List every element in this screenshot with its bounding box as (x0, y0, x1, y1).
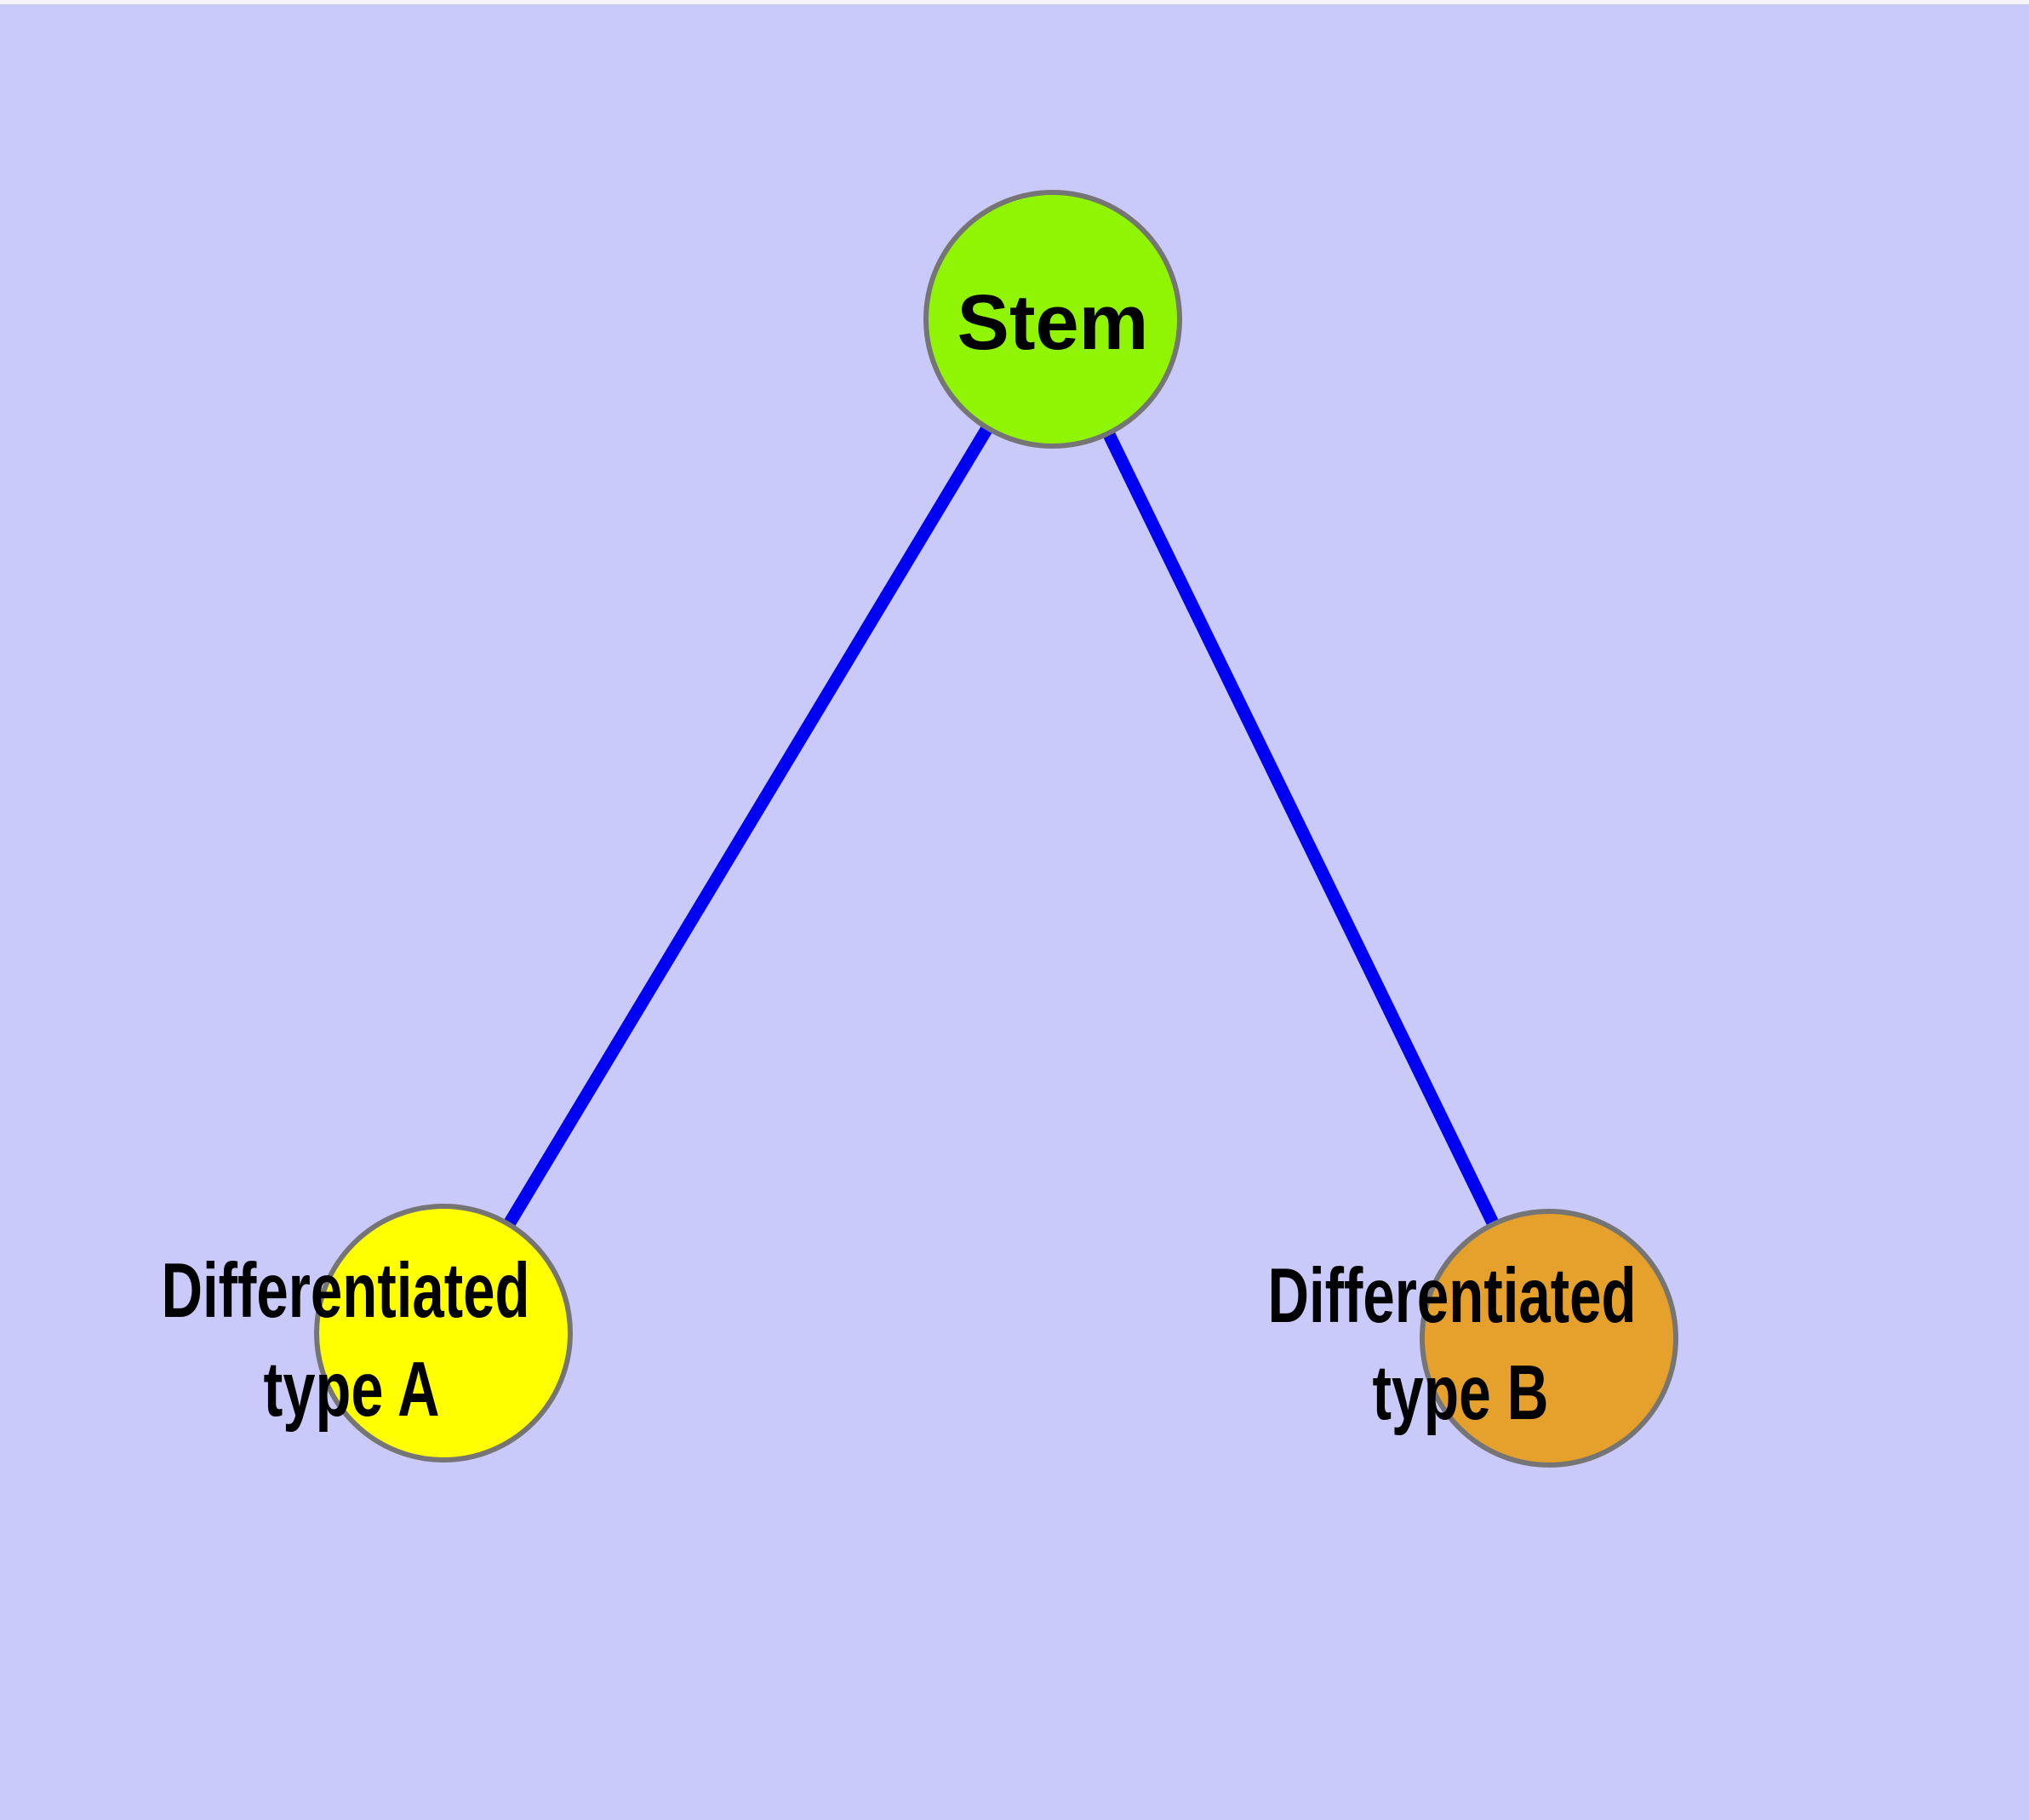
edge-stem-to-type-b (1047, 316, 1555, 1342)
node-differentiated-type-b[interactable] (1420, 1209, 1678, 1468)
window-top-strip (0, 0, 2029, 4)
node-type-b-label-line1: Differentiated (1268, 1253, 1637, 1339)
node-type-a-label-line1: Differentiated (162, 1248, 530, 1334)
node-differentiated-type-a[interactable] (314, 1204, 573, 1462)
node-stem-label: Stem (957, 279, 1149, 366)
node-type-b-label-line2: type B (1373, 1350, 1549, 1436)
node-type-a-label-line2: type A (264, 1347, 440, 1433)
edge-stem-to-type-a (437, 316, 1059, 1336)
node-stem[interactable] (923, 190, 1182, 449)
